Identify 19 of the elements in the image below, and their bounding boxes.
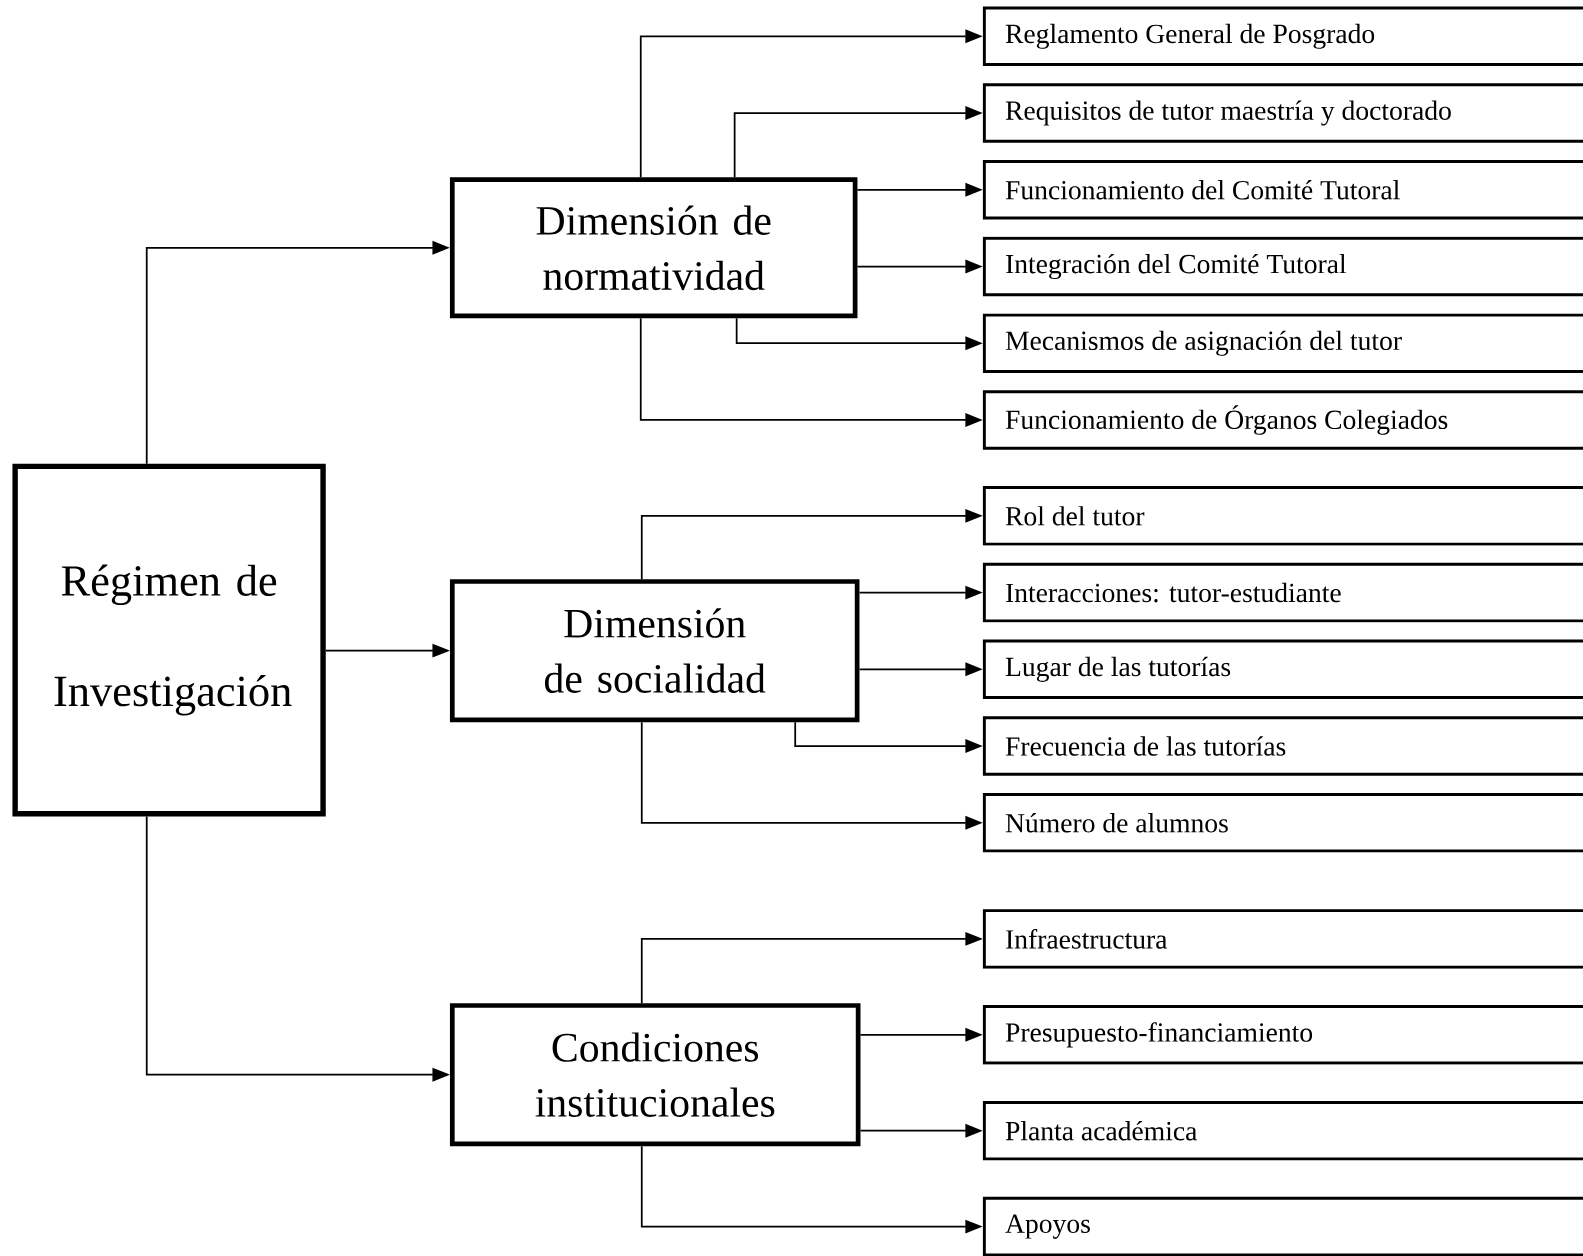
item-box: Requisitos de tutor maestría y doctorado (982, 83, 1583, 143)
item-box: Funcionamiento de Órganos Colegiados (982, 390, 1583, 450)
item-box: Mecanismos de asignación del tutor (982, 313, 1583, 374)
item-box: Número de alumnos (982, 793, 1583, 853)
item-box: Integración del Comité Tutoral (982, 236, 1583, 297)
item-box: Funcionamiento del Comité Tutoral (982, 160, 1583, 220)
item-box: Reglamento General de Posgrado (982, 6, 1583, 67)
item-box: Infraestructura (982, 909, 1583, 969)
item-box: Frecuencia de las tutorías (982, 716, 1583, 776)
item-box: Presupuesto-financiamiento (982, 1005, 1583, 1065)
dimension-box: Dimensión de socialidad (449, 579, 860, 723)
dimension-box: Dimensión de normatividad (449, 177, 858, 319)
item-box: Lugar de las tutorías (982, 639, 1583, 700)
dimension-box: Condiciones institucionales (449, 1003, 861, 1147)
item-box: Rol del tutor (982, 486, 1583, 546)
item-box: Interacciones: tutor-estudiante (982, 562, 1583, 623)
item-box: Apoyos (982, 1196, 1583, 1256)
item-box: Planta académica (982, 1101, 1583, 1161)
root-box: Régimen de Investigación (12, 463, 326, 817)
